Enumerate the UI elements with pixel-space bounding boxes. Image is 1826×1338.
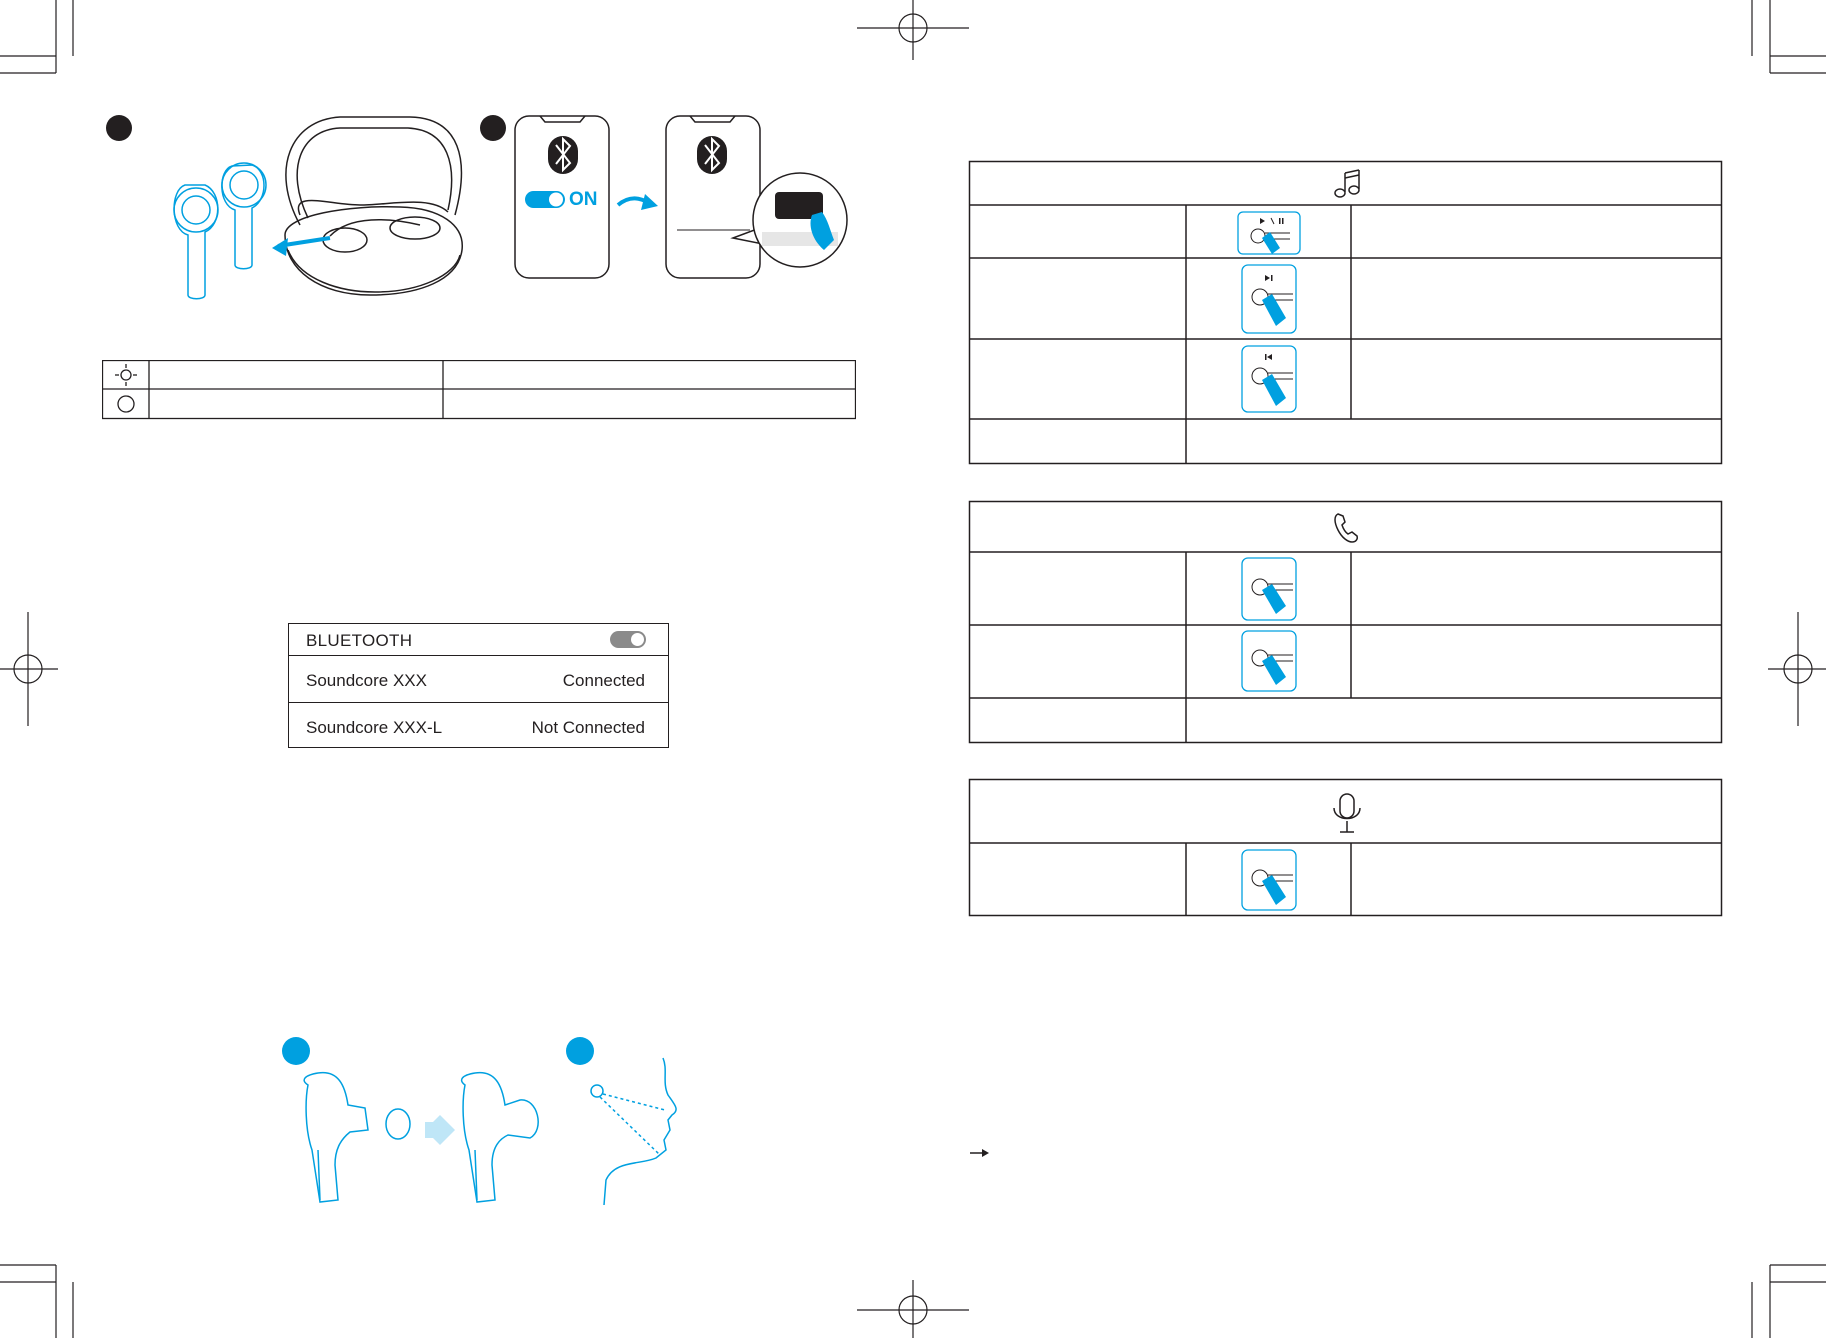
led-off-icon	[117, 395, 135, 413]
arrow-right-small-icon	[970, 1149, 989, 1157]
device-status: Connected	[562, 671, 645, 690]
bluetooth-settings-panel: BLUETOOTH Soundcore XXX Connected Soundc…	[288, 623, 669, 748]
registration-target-left	[0, 612, 58, 726]
music-controls-table	[968, 160, 1723, 465]
step-b-bullet	[566, 1037, 594, 1065]
call-controls-table	[968, 500, 1723, 744]
face-profile-illustration	[590, 1057, 677, 1206]
device-row[interactable]: Soundcore XXX-L Not Connected	[289, 703, 668, 749]
led-blinking-icon	[115, 364, 137, 386]
step-a-bullet	[282, 1037, 310, 1065]
phone-icon	[1334, 513, 1358, 543]
finger-tap-icon	[810, 212, 834, 250]
phone-2-illustration	[665, 115, 848, 279]
earbud-side-illustration-2	[460, 1071, 539, 1203]
bluetooth-header-row: BLUETOOTH	[289, 624, 668, 656]
device-row[interactable]: Soundcore XXX Connected	[289, 656, 668, 703]
earbuds-illustration	[173, 162, 267, 300]
device-status: Not Connected	[531, 718, 645, 737]
registration-target-top	[857, 0, 969, 60]
microphone-icon	[1333, 793, 1361, 833]
bluetooth-toggle[interactable]	[610, 631, 646, 648]
voice-assistant-table	[968, 778, 1723, 917]
registration-target-bottom	[857, 1280, 969, 1338]
phone-on-label: ON	[569, 189, 598, 210]
phone-1-illustration	[514, 115, 610, 279]
step-2-bullet	[480, 115, 506, 141]
device-name: Soundcore XXX-L	[306, 718, 443, 737]
music-note-icon	[1334, 169, 1360, 198]
led-status-table	[102, 360, 856, 420]
step-1-bullet	[106, 115, 132, 141]
bluetooth-title: BLUETOOTH	[306, 631, 413, 650]
device-name: Soundcore XXX	[306, 671, 427, 690]
earbud-side-illustration-1	[303, 1071, 411, 1203]
registration-target-right	[1768, 612, 1826, 726]
